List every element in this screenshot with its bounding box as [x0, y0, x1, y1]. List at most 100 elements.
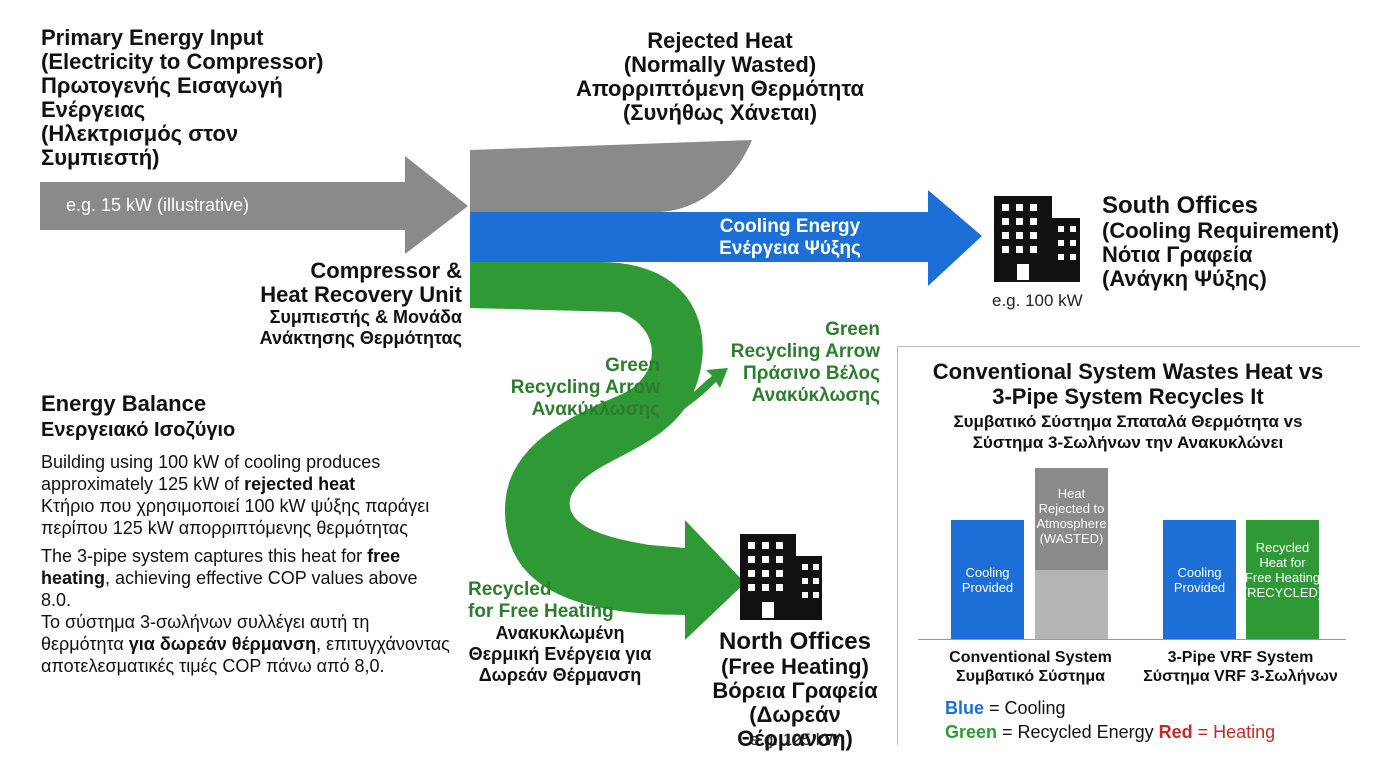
- label-line: for Free Heating: [468, 601, 614, 622]
- title-line: 3-Pipe System Recycles It: [992, 384, 1264, 409]
- paragraph-3: Το σύστημα 3-σωλήνων συλλέγει αυτή τη θε…: [41, 611, 451, 677]
- title-line: Νότια Γραφεία: [1102, 242, 1253, 267]
- title-line: Conventional System Wastes Heat vs: [932, 359, 1324, 384]
- office-building-icon: [994, 196, 1080, 282]
- title-line: Heat Recovery Unit: [260, 282, 462, 307]
- title-line: (Normally Wasted): [623, 52, 817, 77]
- bold-span: free heating: [41, 546, 401, 588]
- text-span: , επιτυγχάνοντας αποτελεσματικές τιμές C…: [41, 634, 450, 676]
- south-offices-title: South Offices (Cooling Requirement) Νότι…: [1102, 193, 1362, 291]
- green-recycling-arrow: [672, 368, 728, 414]
- title-line: (Free Heating): [721, 654, 869, 679]
- title-line: (Ανάγκη Ψύξης): [1102, 266, 1267, 291]
- title-line: (Δωρεάν Θέρμανση): [737, 702, 853, 751]
- legend-row-2: Green = Recycled Energy Red = Heating: [945, 720, 1355, 744]
- title-line: Απορριπτόμενη Θερμότητα: [575, 76, 865, 101]
- label-line: Ανακύκλωσης: [751, 385, 880, 406]
- green-arrow-label-right: Green Recycling Arrow Πράσινο Βέλος Ανακ…: [712, 319, 880, 407]
- recycled-label-gr: Ανακυκλωμένη Θερμική Ενέργεια για Δωρεάν…: [440, 623, 680, 686]
- label-line: Conventional System: [949, 649, 1112, 666]
- vrf-recycled-heat-bar: Recycled Heat for Free Heating (RECYCLED…: [1242, 520, 1323, 639]
- title-line: (Electricity to Compressor): [41, 49, 324, 74]
- legend-red-key: Red: [1158, 722, 1193, 742]
- title-line: North Offices: [718, 628, 871, 655]
- title-line: Compressor &: [310, 258, 462, 283]
- chart-legend: Blue = Cooling Green = Recycled Energy R…: [945, 696, 1355, 744]
- north-offices-title: North Offices (Free Heating) Βόρεια Γραφ…: [690, 629, 900, 751]
- rejected-heat-band: [470, 140, 752, 212]
- recycled-flow-band: [470, 262, 745, 640]
- label-line: Σύστημα VRF 3-Σωλήνων: [1143, 668, 1338, 685]
- title-line: Συμπιεστή): [41, 145, 160, 170]
- energy-balance-title: Energy Balance: [41, 391, 207, 416]
- conventional-system-label: Conventional System Συμβατικό Σύστημα: [928, 648, 1133, 686]
- compressor-unit-title: Compressor & Heat Recovery Unit Συμπιεστ…: [200, 259, 462, 349]
- conventional-wasted-heat-bar: Heat Rejected to Atmosphere (WASTED): [1035, 468, 1108, 570]
- paragraph-2: The 3-pipe system captures this heat for…: [41, 545, 451, 611]
- legend-text: = Cooling: [984, 698, 1066, 718]
- comparison-panel: Conventional System Wastes Heat vs 3-Pip…: [897, 346, 1360, 745]
- label-line: Πράσινο Βέλος: [743, 363, 880, 384]
- subtitle-line: Συμβατικό Σύστημα Σπαταλά Θερμότητα vs: [953, 412, 1303, 431]
- bar-label: Recycled Heat for Free Heating (RECYCLED…: [1242, 540, 1323, 600]
- label-line: Συμβατικό Σύστημα: [956, 668, 1105, 685]
- recycled-label: Recycled for Free Heating: [468, 579, 668, 623]
- rejected-heat-title: Rejected Heat (Normally Wasted) Απορριπτ…: [560, 29, 880, 125]
- bold-span: για δωρεάν θέρμανση: [128, 634, 317, 654]
- title-line: Βόρεια Γραφεία: [712, 678, 878, 703]
- bold-span: rejected heat: [244, 474, 356, 494]
- label-line: Green: [825, 319, 880, 340]
- label-line: Θερμική Ενέργεια για: [468, 644, 652, 664]
- vrf-cooling-bar: Cooling Provided: [1163, 520, 1236, 639]
- text-span: Κτήριο που χρησιμοποιεί 100 kW ψύξης παρ…: [41, 496, 430, 538]
- label-line: Recycled: [468, 579, 552, 600]
- title-line: (Ηλεκτρισμός στον: [41, 121, 239, 146]
- comparison-title: Conventional System Wastes Heat vs 3-Pip…: [908, 359, 1348, 453]
- legend-text: = Heating: [1192, 722, 1276, 742]
- primary-input-title: Primary Energy Input (Electricity to Com…: [41, 26, 371, 170]
- legend-blue-key: Blue: [945, 698, 985, 718]
- label-line: 3-Pipe VRF System: [1167, 649, 1314, 666]
- label-gr: Ενέργεια Ψύξης: [719, 238, 861, 259]
- bar-label: Cooling Provided: [961, 564, 1014, 595]
- bar-label: Heat Rejected to Atmosphere (WASTED): [1036, 486, 1107, 546]
- paragraph-1: Building using 100 kW of cooling produce…: [41, 451, 451, 539]
- label-line: Green: [605, 355, 660, 376]
- label-en: Cooling Energy: [719, 216, 861, 237]
- title-line: South Offices: [1102, 192, 1259, 219]
- north-offices-value: e.g. 125 kW: [749, 730, 841, 749]
- conventional-cooling-bar: Cooling Provided: [951, 520, 1024, 639]
- subtitle-line: Συμπιεστής & Μονάδα: [269, 307, 462, 327]
- text-span: , achieving effective COP values above 8…: [41, 568, 418, 610]
- conventional-wasted-heat-bar-lower: [1035, 570, 1108, 639]
- office-building-icon: [740, 534, 822, 620]
- primary-input-arrow: [40, 156, 468, 254]
- energy-balance-subtitle: Ενεργειακό Ισοζύγιο: [41, 419, 236, 441]
- text-span: The 3-pipe system captures this heat for: [41, 546, 368, 566]
- label-line: Ανακυκλωμένη: [495, 623, 625, 643]
- green-arrow-label-left: Green Recycling Arrow Ανακύκλωσης: [480, 355, 660, 421]
- label-line: Recycling Arrow: [510, 377, 660, 398]
- subtitle-line: Ανάκτησης Θερμότητας: [259, 328, 462, 348]
- legend-green-key: Green: [945, 722, 998, 742]
- legend-text: = Recycled Energy: [997, 722, 1159, 742]
- title-line: Rejected Heat: [647, 28, 793, 53]
- label-line: Δωρεάν Θέρμανση: [478, 665, 642, 685]
- legend-row-1: Blue = Cooling: [945, 696, 1355, 720]
- chart-baseline: [918, 639, 1346, 640]
- vrf-system-label: 3-Pipe VRF System Σύστημα VRF 3-Σωλήνων: [1138, 648, 1343, 686]
- south-offices-value: e.g. 100 kW: [992, 291, 1083, 310]
- energy-balance-section: Energy Balance Ενεργειακό Ισοζύγιο Build…: [41, 392, 451, 683]
- label-line: Ανακύκλωσης: [531, 399, 660, 420]
- label-line: Recycling Arrow: [730, 341, 880, 362]
- subtitle-line: Σύστημα 3-Σωλήνων την Ανακυκλώνει: [972, 433, 1284, 452]
- cooling-energy-label: Cooling Energy Ενέργεια Ψύξης: [700, 216, 880, 260]
- title-line: Ενέργειας: [41, 97, 146, 122]
- bar-label: Cooling Provided: [1173, 564, 1226, 595]
- energy-balance-text: Building using 100 kW of cooling produce…: [41, 451, 451, 677]
- primary-input-value: e.g. 15 kW (illustrative): [66, 195, 250, 215]
- title-line: Primary Energy Input: [41, 25, 264, 50]
- title-line: (Cooling Requirement): [1102, 218, 1340, 243]
- text-span: Το σύστημα 3-σωλήνων συλλέγει αυτή τη θε…: [41, 612, 370, 654]
